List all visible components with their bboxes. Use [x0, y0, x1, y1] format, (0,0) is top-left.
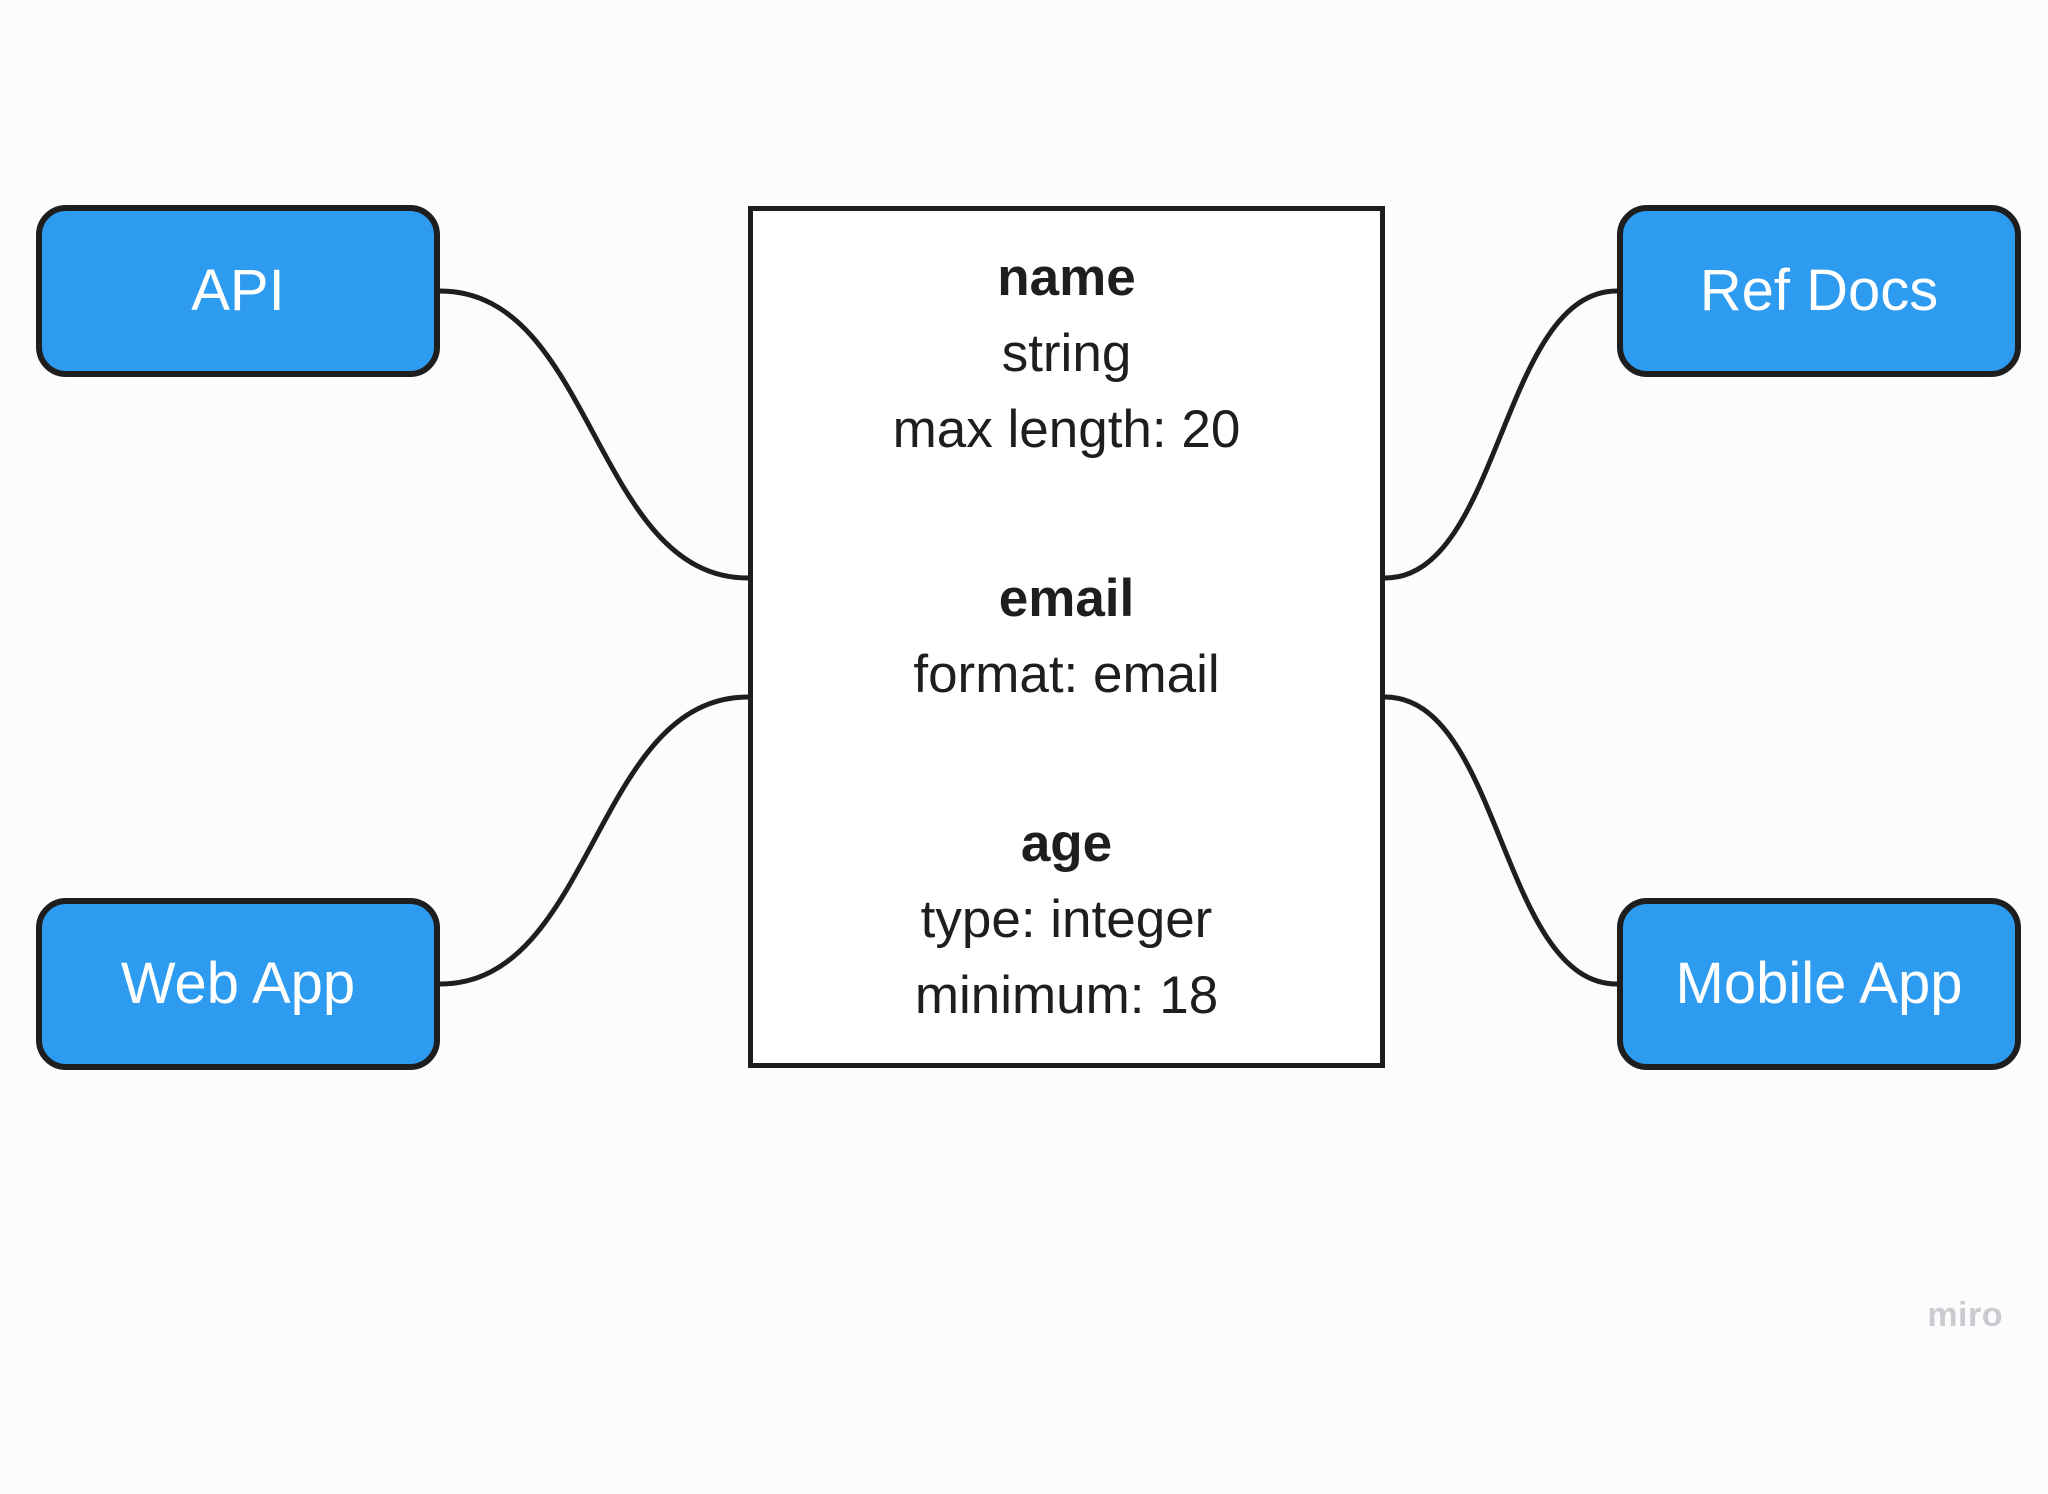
field-age-type: type: integer	[920, 890, 1213, 949]
field-email-title: email	[998, 569, 1135, 628]
miro-watermark: miro	[1927, 1296, 2003, 1334]
schema-field-name: name string max length: 20	[893, 240, 1241, 468]
field-name-type: string	[1001, 324, 1132, 383]
node-api-label: API	[191, 258, 285, 323]
node-mobile-app-label: Mobile App	[1675, 951, 1963, 1016]
connector-api-to-schema[interactable]	[437, 288, 751, 581]
connector-webapp-to-schema[interactable]	[437, 694, 751, 987]
node-mobile-app[interactable]: Mobile App	[1617, 898, 2021, 1070]
node-ref-docs[interactable]: Ref Docs	[1617, 205, 2021, 377]
field-email-format: format: email	[913, 645, 1220, 704]
connector-schema-to-mobileapp[interactable]	[1382, 694, 1620, 987]
schema-card[interactable]: name string max length: 20 email format:…	[748, 206, 1385, 1068]
field-age-title: age	[1020, 814, 1113, 873]
field-age-constraint: minimum: 18	[914, 966, 1219, 1025]
schema-field-email: email format: email	[913, 561, 1219, 713]
field-name-constraint: max length: 20	[892, 400, 1241, 459]
connector-schema-to-refdocs[interactable]	[1382, 288, 1620, 581]
node-web-app[interactable]: Web App	[36, 898, 440, 1070]
schema-field-age: age type: integer minimum: 18	[915, 806, 1218, 1034]
node-ref-docs-label: Ref Docs	[1699, 258, 1939, 323]
field-name-title: name	[997, 248, 1136, 307]
node-api[interactable]: API	[36, 205, 440, 377]
node-web-app-label: Web App	[120, 951, 356, 1016]
